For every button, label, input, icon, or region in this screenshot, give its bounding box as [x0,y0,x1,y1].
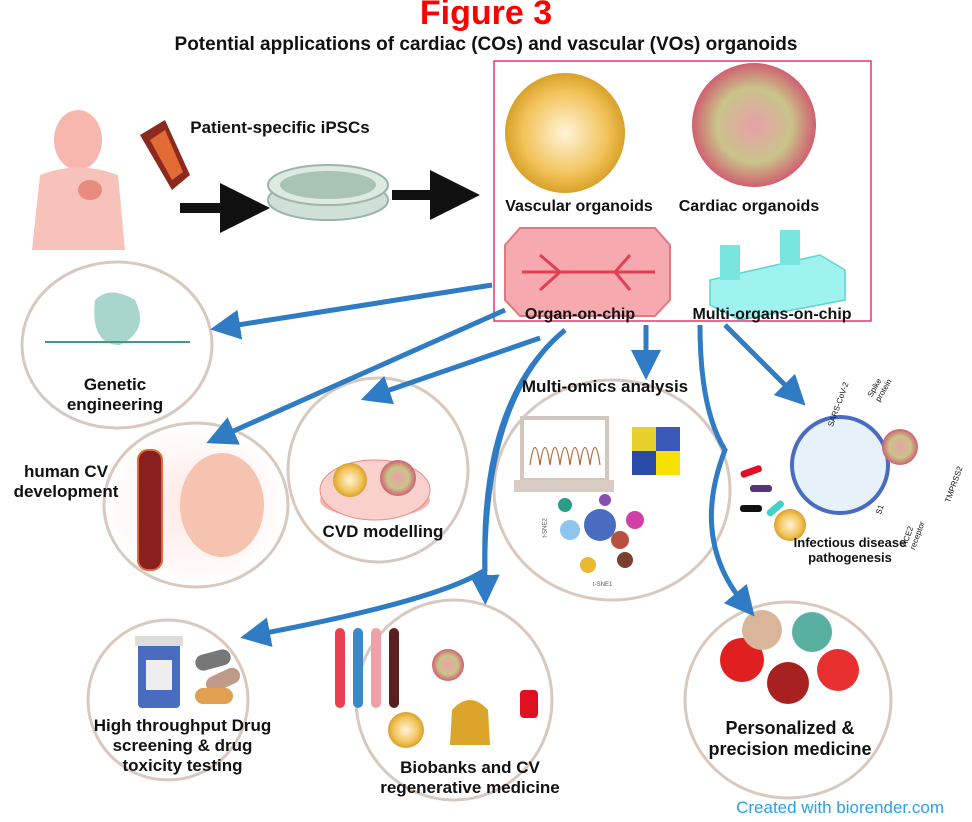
label-human-cv-development: human CV development [0,462,132,502]
label-personalized-medicine: Personalized & precision medicine [700,718,880,760]
heatmap-icon [632,427,680,475]
arrow-to-cvd-modelling [360,335,541,405]
arrow-to-genetic-engineering [210,282,493,340]
label-cardiac-organoids: Cardiac organoids [678,198,820,215]
arrow-to-human-cv-development [206,307,507,445]
petri-dish-icon [267,164,389,221]
label-line: Personalized & [725,718,855,738]
petri-organoid-icon [319,459,431,521]
label-genetic-engineering: Genetic engineering [40,375,190,415]
figure-title: Figure 3 [419,0,553,32]
multi-organ-chip-icon [709,230,846,321]
circle-drug-screening [86,618,250,782]
label-vascular-organoids: Vascular organoids [505,198,653,215]
vascular-organoid-icon [388,712,424,748]
label-drug-screening: High throughput Drug screening & drug to… [80,716,285,776]
blood-bag-icon [520,690,538,718]
label-organ-on-chip: Organ-on-chip [524,306,636,323]
cardiac-organoid-icon [432,649,464,681]
blood-vessel-icon [140,120,190,190]
laptop-chart-icon [514,416,614,492]
label-line: regenerative medicine [380,778,560,797]
label-line: precision medicine [708,739,872,759]
label-line: High throughput Drug [93,716,272,735]
source-label: Patient-specific iPSCs [190,118,370,137]
cardiac-organoid-icon [692,63,816,187]
pills-icon [195,649,241,704]
blood-vessel-icon [137,449,163,571]
vascular-organoid-icon [774,509,806,541]
circle-multi-omics [492,378,732,602]
label-line: human CV [23,462,109,481]
connector-arrows [206,282,806,647]
annotation-tsne-x: t-SNE1 [593,582,613,588]
label-cvd-modelling: CVD modelling [322,522,444,541]
circle-personalized-medicine [683,600,893,800]
label-line: pathogenesis [808,550,892,565]
label-line: engineering [66,395,164,414]
embryo-icon [180,453,264,557]
cardiac-organoid-icon [882,429,918,465]
organ-chip-icon [504,227,671,317]
label-multi-organs-on-chip: Multi-organs-on-chip [692,306,852,323]
label-biobanks: Biobanks and CV regenerative medicine [360,758,580,798]
people-heads-icon [720,610,859,704]
arrow-to-biobanks [469,328,567,605]
label-line: development [13,482,119,501]
figure-subtitle: Potential applications of cardiac (COs) … [174,34,798,55]
label-infectious-disease: Infectious disease pathogenesis [780,535,920,565]
human-silhouette-icon [450,700,490,745]
virus-icon [790,415,890,515]
label-line: screening & drug [112,736,253,755]
label-line: Infectious disease [793,535,907,550]
annotation-tsne-y: t-SNE2 [542,518,549,538]
dna-crispr-icon [45,292,190,345]
circle-genetic-engineering [20,260,214,430]
biorender-credit[interactable]: Created with biorender.com [736,798,944,817]
drug-bottle-icon [135,636,183,708]
label-line: Biobanks and CV [400,758,540,777]
label-line: Genetic [83,375,147,394]
arrow-to-infectious-disease [723,323,806,406]
patient-icon [32,110,125,250]
arrow-to-personalized-medicine [697,324,755,617]
label-line: toxicity testing [122,756,243,775]
organoid-panel [493,60,872,322]
bacteria-icon [740,465,785,517]
vascular-organoid-icon [505,73,625,193]
label-multi-omics: Multi-omics analysis [521,377,689,396]
test-tubes-icon [335,628,399,708]
tsne-plot-icon [558,494,644,573]
